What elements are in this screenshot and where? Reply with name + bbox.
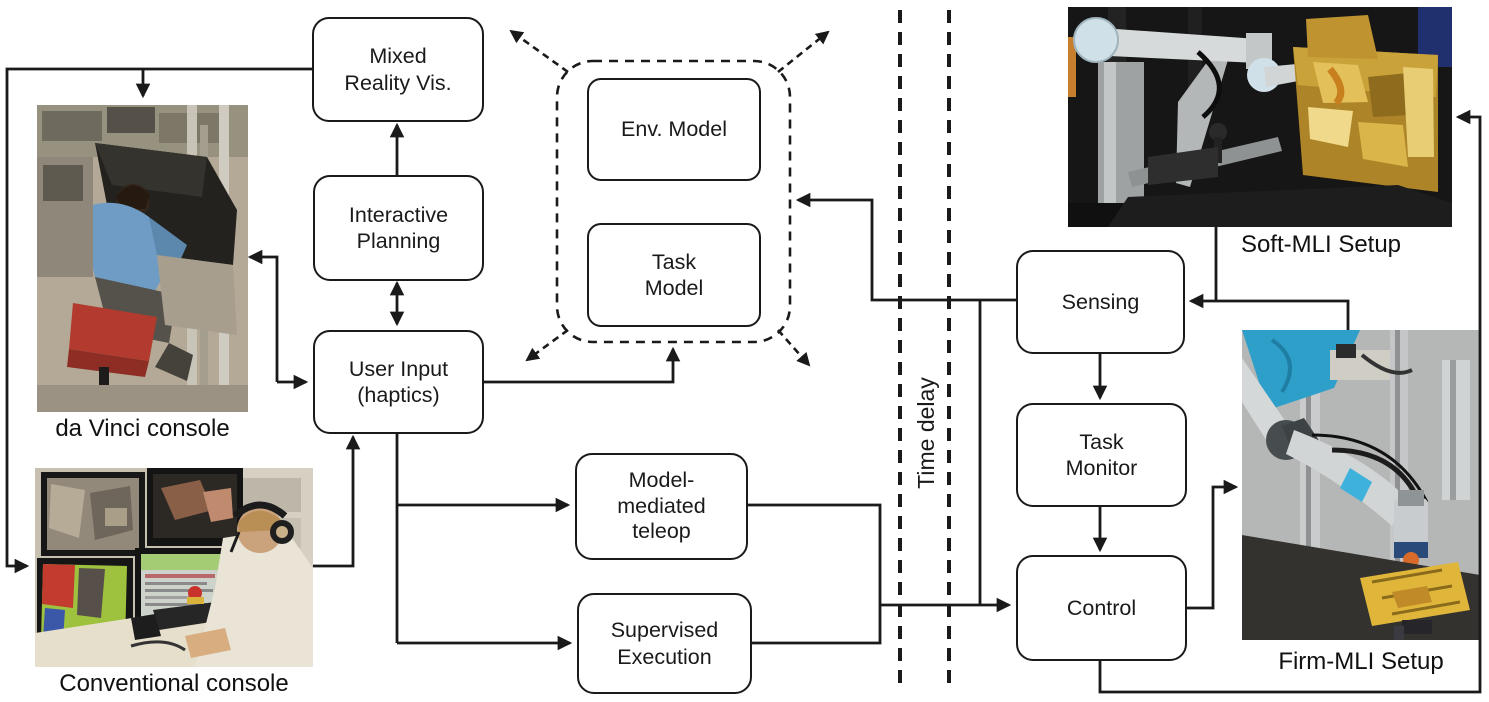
model-container-dashed-border	[555, 59, 792, 344]
box-control: Control	[1016, 555, 1187, 661]
box-model-mediated-teleop-label: Model- mediated teleop	[617, 468, 706, 544]
box-control-label: Control	[1066, 595, 1137, 620]
arrow-mrv-to-conventional-console	[5, 67, 312, 574]
soft-mli-setup-caption: Soft-MLI Setup	[1240, 231, 1402, 258]
da-vinci-console-caption: da Vinci console	[55, 415, 230, 442]
box-mixed-reality-vis-label: Mixed Reality Vis.	[344, 44, 452, 95]
arrow-conventional-to-userinput	[313, 434, 361, 568]
conventional-console-caption: Conventional console	[59, 670, 289, 697]
box-task-monitor-label: Task Monitor	[1065, 429, 1138, 480]
time-delay-label-text: Time delay	[912, 377, 939, 489]
arrow-control-to-firmmli	[1183, 479, 1239, 610]
dashed-arrow-models-upper-right	[777, 30, 830, 74]
box-interactive-planning: Interactive Planning	[313, 175, 484, 281]
box-interactive-planning-label: Interactive Planning	[348, 202, 449, 253]
box-supervised-execution: Supervised Execution	[577, 593, 752, 694]
box-task-model: Task Model	[587, 223, 761, 327]
box-sensing: Sensing	[1016, 250, 1185, 354]
arrow-sensing-to-models	[795, 192, 1016, 302]
soft-mli-setup-illustration	[1068, 7, 1452, 227]
arrow-firmmli-to-sensing	[1188, 293, 1350, 330]
box-sensing-label: Sensing	[1061, 289, 1140, 314]
dashed-arrow-models-lower-right	[777, 329, 811, 367]
da-vinci-console-illustration	[37, 105, 248, 412]
line-teleop-supervised-merge	[744, 503, 882, 645]
box-task-monitor: Task Monitor	[1016, 403, 1187, 507]
box-user-input: User Input (haptics)	[313, 330, 484, 434]
time-delay-label: Time delay	[906, 353, 946, 513]
conventional-console-illustration	[35, 468, 313, 667]
arrow-userinput-to-models	[480, 346, 681, 384]
firm-mli-setup-caption: Firm-MLI Setup	[1278, 648, 1444, 675]
da-vinci-console-photo	[37, 105, 248, 412]
conventional-console-photo	[35, 468, 313, 667]
box-supervised-execution-label: Supervised Execution	[610, 618, 719, 669]
firm-mli-setup-photo	[1242, 330, 1480, 640]
dashed-arrow-models-lower-left	[525, 328, 569, 362]
box-env-model-label: Env. Model	[621, 117, 727, 142]
dashed-arrow-models-upper-left	[509, 29, 569, 74]
arrow-control-to-softmli	[1098, 109, 1482, 694]
arrow-userinput-to-davinci	[247, 249, 279, 382]
soft-mli-setup-photo	[1068, 7, 1452, 227]
box-task-model-label: Task Model	[644, 249, 704, 300]
box-env-model: Env. Model	[587, 78, 761, 181]
box-user-input-label: User Input (haptics)	[348, 356, 449, 407]
box-model-mediated-teleop: Model- mediated teleop	[575, 453, 748, 560]
box-mixed-reality-vis: Mixed Reality Vis.	[312, 17, 484, 122]
firm-mli-setup-illustration	[1242, 330, 1480, 640]
